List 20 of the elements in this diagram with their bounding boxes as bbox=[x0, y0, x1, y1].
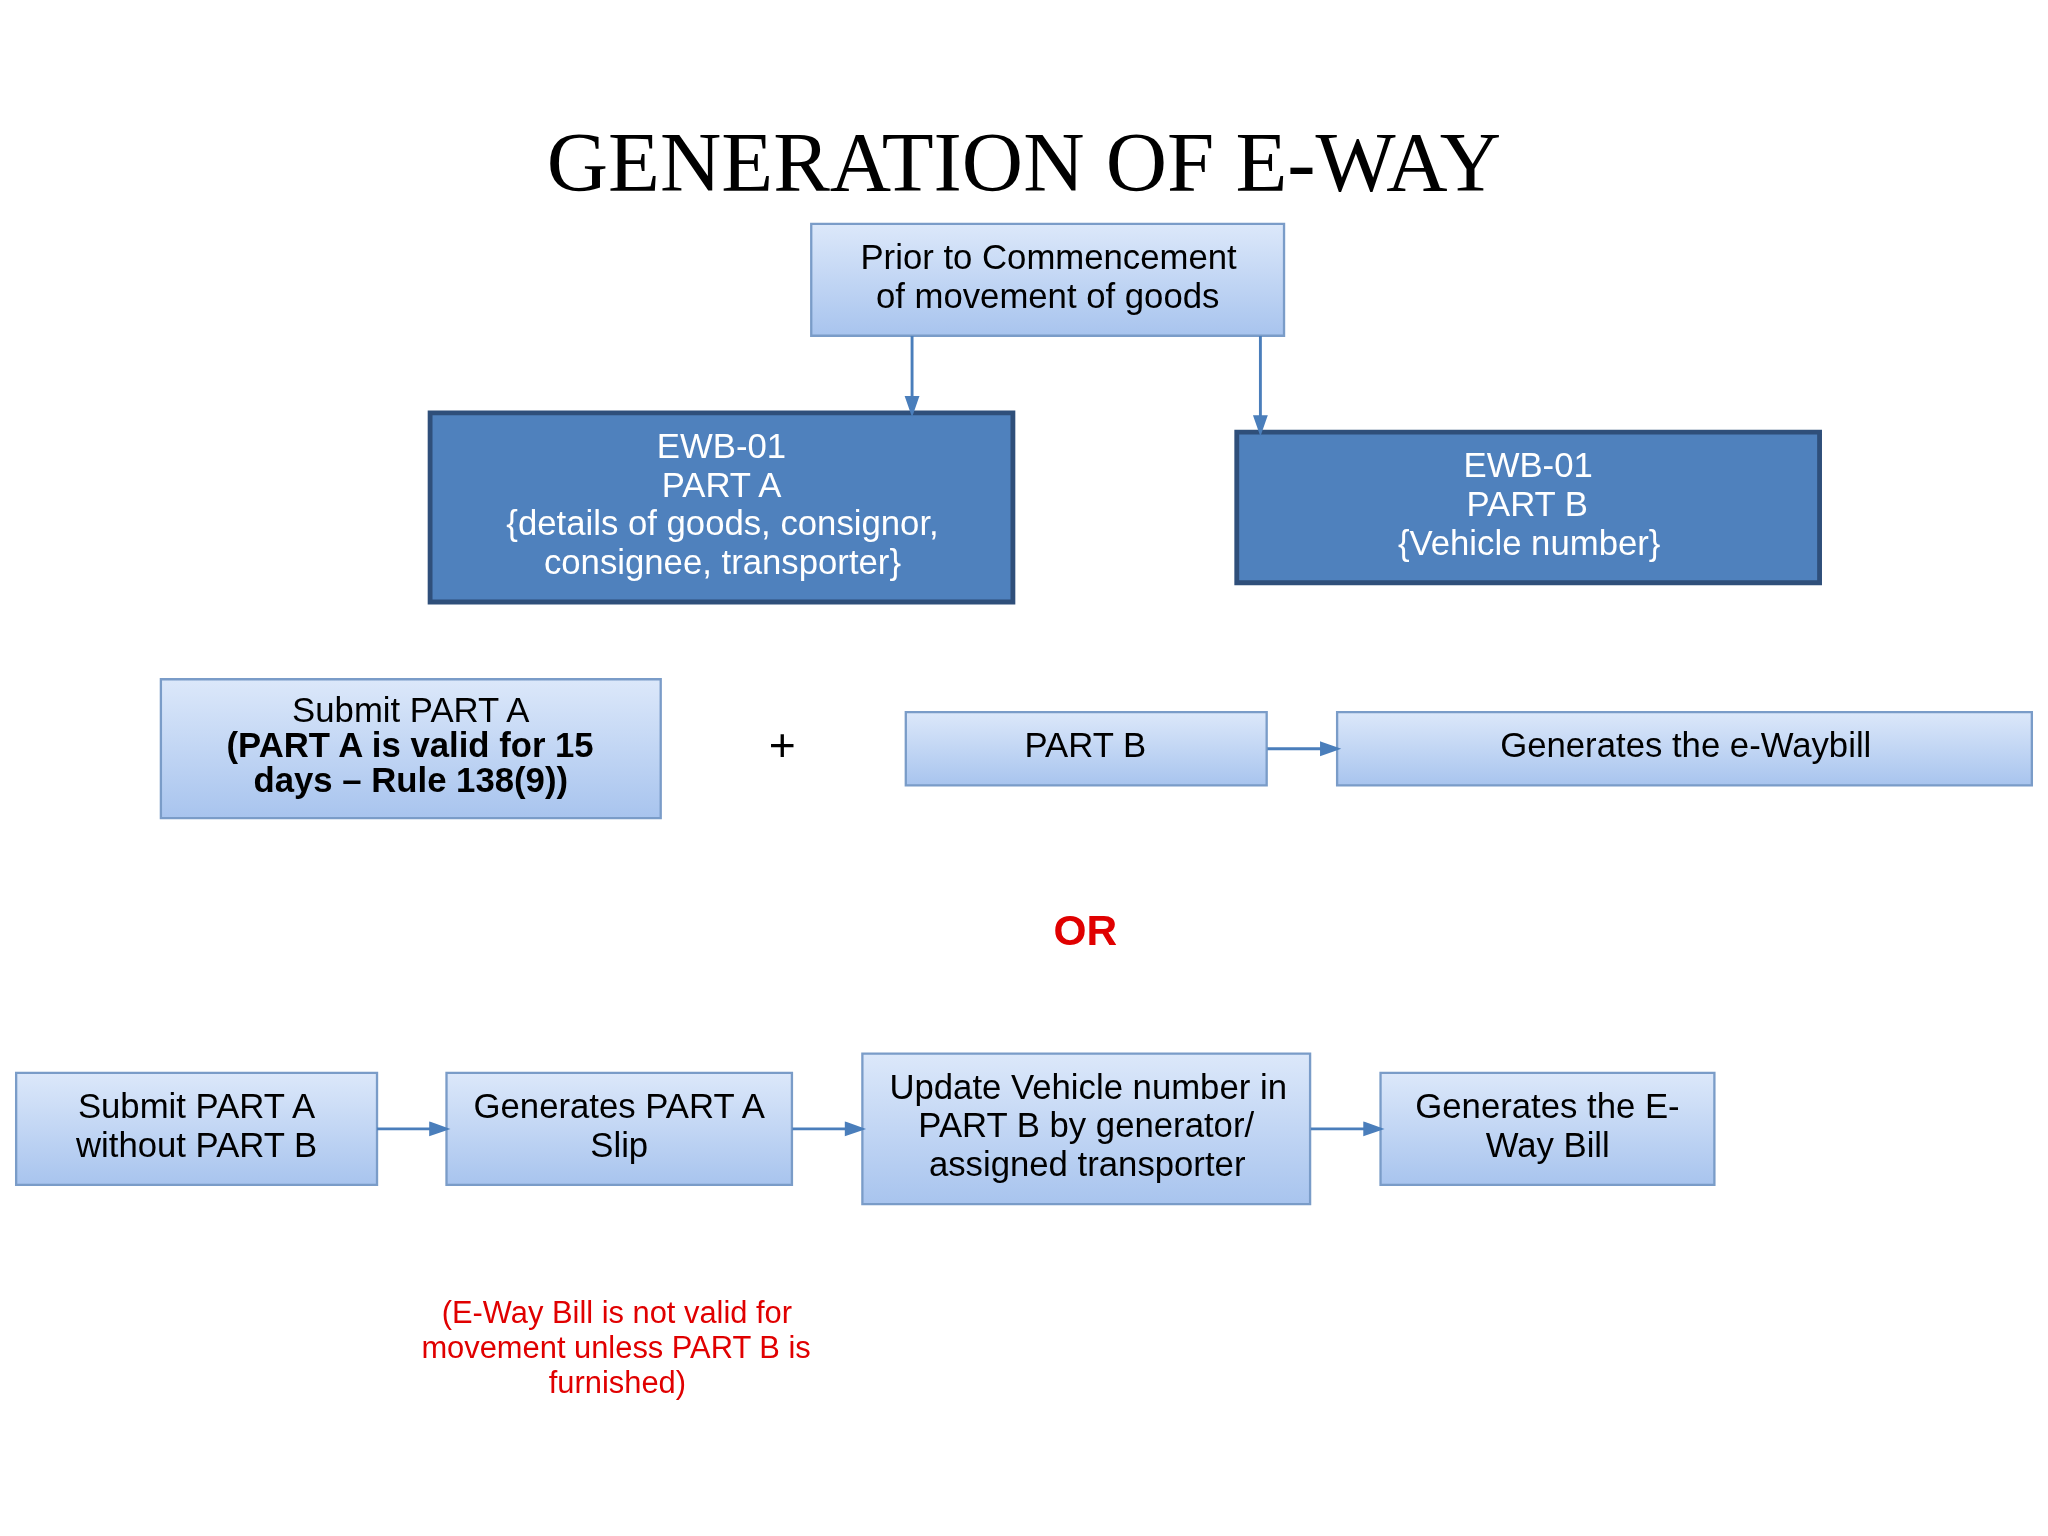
node-box: Submit PART A (PART A is valid for 15 days – Rule 138(9)) bbox=[159, 678, 662, 820]
node-box: EWB-01 PART A {details of goods, consignor, consignee, transporter} bbox=[427, 410, 1016, 605]
arrow bbox=[1252, 336, 1268, 437]
label: OR bbox=[1053, 906, 1118, 954]
node-box: Prior to Commencement of movement of goods bbox=[810, 222, 1286, 337]
node-box: Update Vehicle number in PART B by generator/ assigned transporter bbox=[861, 1052, 1312, 1206]
arrow bbox=[904, 336, 920, 418]
node-box: EWB-01 PART B {Vehicle number} bbox=[1234, 429, 1822, 586]
arrow bbox=[792, 1121, 867, 1137]
arrow bbox=[1267, 741, 1342, 757]
node-box: Generates the E- Way Bill bbox=[1379, 1071, 1716, 1186]
node-box: Submit PART A without PART B bbox=[15, 1071, 379, 1186]
node-box: Generates the e-Waybill bbox=[1335, 710, 2033, 787]
node-box: PART B bbox=[904, 710, 1268, 787]
node-box: Generates PART A Slip bbox=[445, 1071, 794, 1186]
label: (E-Way Bill is not valid for movement unless PART B is furnished) bbox=[421, 1295, 811, 1400]
label: + bbox=[768, 718, 796, 771]
arrow bbox=[377, 1121, 451, 1137]
arrow bbox=[1310, 1121, 1385, 1137]
diagram-title: GENERATION OF E-WAY bbox=[546, 115, 1502, 210]
